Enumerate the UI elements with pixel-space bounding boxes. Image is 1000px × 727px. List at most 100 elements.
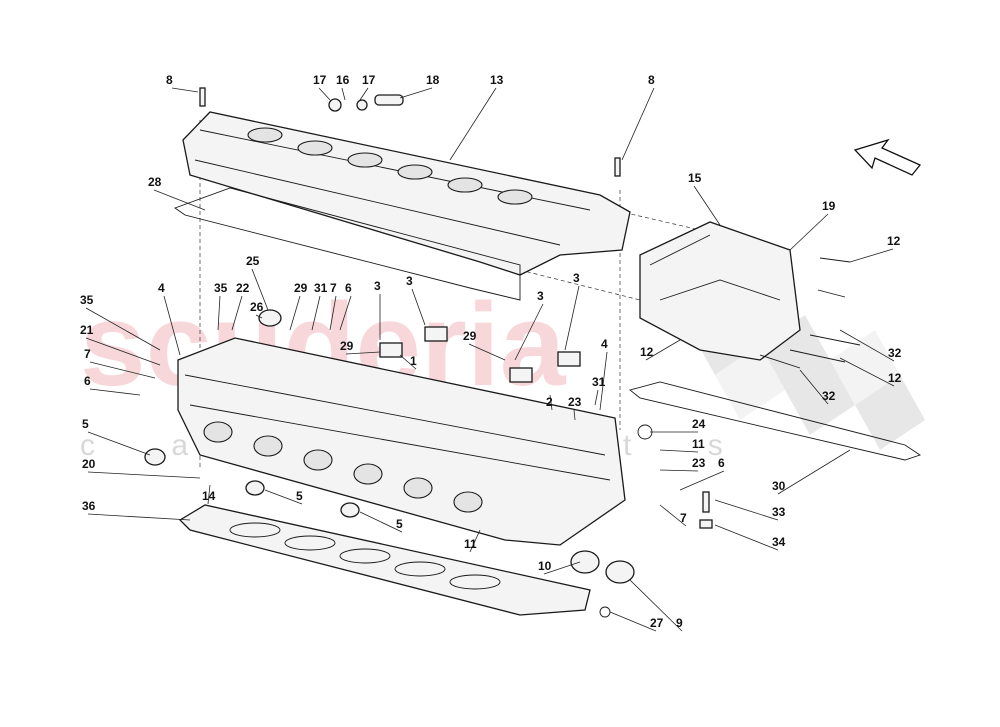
callout-label: 25 <box>246 254 260 268</box>
small-parts <box>144 87 861 618</box>
callout-label: 5 <box>296 489 303 503</box>
cam-cap-icon <box>557 351 581 367</box>
leader-line <box>359 87 369 101</box>
callout-label: 12 <box>888 371 902 385</box>
callout-label: 26 <box>250 300 264 314</box>
leader-line <box>89 388 141 396</box>
callout-label: 32 <box>822 389 836 403</box>
washer-icon <box>328 98 342 112</box>
bolt-icon <box>702 491 710 513</box>
leader-line <box>799 369 829 405</box>
cylinder-head <box>177 337 626 546</box>
fitting-icon <box>374 94 404 106</box>
callout-label: 3 <box>537 289 544 303</box>
leader-line <box>289 295 301 331</box>
callout-label: 29 <box>463 329 477 343</box>
leader-line <box>468 343 506 361</box>
callout-label: 24 <box>692 417 706 431</box>
callout-label: 23 <box>692 456 706 470</box>
leader-line <box>163 295 181 356</box>
side-gasket <box>629 381 922 461</box>
callout-label: 35 <box>214 281 228 295</box>
callout-label: 10 <box>538 559 552 573</box>
head-gasket <box>178 504 591 616</box>
leader-line <box>399 354 417 370</box>
arrow-up-left-icon <box>853 138 922 176</box>
callout-label: 27 <box>650 616 664 630</box>
plug-icon <box>245 480 265 496</box>
bolt-icon <box>789 349 846 363</box>
callout-label: 36 <box>82 499 96 513</box>
callout-label: 21 <box>80 323 94 337</box>
leader-line <box>789 213 829 251</box>
leader-line <box>153 189 206 211</box>
leader-line <box>839 329 895 362</box>
checkered-flag-icon <box>690 300 925 450</box>
sleeve-icon <box>699 519 713 529</box>
callout-label: 31 <box>592 375 606 389</box>
leader-line <box>599 351 608 411</box>
callout-label: 11 <box>464 537 477 551</box>
callout-label: 6 <box>718 456 725 470</box>
leader-line <box>564 285 580 351</box>
callout-label: 13 <box>490 73 504 87</box>
leader-line <box>264 489 303 505</box>
callout-label: 23 <box>568 395 582 409</box>
leader-line <box>659 504 687 527</box>
cam-cap-icon <box>379 342 403 358</box>
plug-icon <box>605 560 635 584</box>
leader-line <box>777 449 851 495</box>
leader-line <box>659 449 699 453</box>
leader-line <box>609 611 657 632</box>
leader-line <box>549 394 553 411</box>
callout-label: 12 <box>887 234 901 248</box>
callout-label: 29 <box>294 281 308 295</box>
callout-label: 4 <box>601 337 608 351</box>
leader-line <box>89 361 156 379</box>
leader-line <box>839 357 895 387</box>
leader-line <box>645 339 681 361</box>
leader-line <box>311 295 321 331</box>
callout-label: 34 <box>772 535 786 549</box>
bolt-icon <box>817 289 846 298</box>
leader-line <box>594 389 599 406</box>
leader-line <box>359 511 403 533</box>
leader-line <box>341 87 346 101</box>
callout-label: 7 <box>680 511 687 525</box>
callout-label: 16 <box>336 73 350 87</box>
callout-label: 28 <box>148 175 162 189</box>
leader-line <box>849 248 894 263</box>
leader-line <box>714 524 779 551</box>
leader-line <box>251 268 269 311</box>
callout-label: 32 <box>888 346 902 360</box>
callout-label: 30 <box>772 479 786 493</box>
leader-line <box>469 529 481 553</box>
callout-label: 6 <box>84 374 91 388</box>
leader-line <box>87 513 191 521</box>
callout-label: 3 <box>573 271 580 285</box>
leader-line <box>543 561 581 575</box>
callout-label: 31 <box>314 281 328 295</box>
callout-label: 3 <box>406 274 413 288</box>
leader-line <box>171 87 199 93</box>
leader-line <box>449 87 497 161</box>
callout-label: 5 <box>82 417 89 431</box>
leader-line <box>217 295 221 331</box>
callout-label: 19 <box>822 199 836 213</box>
leader-line <box>339 295 352 331</box>
callout-label: 5 <box>396 517 403 531</box>
callout-label: 22 <box>236 281 250 295</box>
leader-line <box>85 337 161 366</box>
leader-line <box>714 499 779 521</box>
leader-line <box>87 471 201 479</box>
bolt-icon <box>199 87 206 107</box>
bolt-icon <box>759 354 801 369</box>
callout-label: 12 <box>640 345 654 359</box>
plug-icon <box>340 502 360 518</box>
leader-line <box>318 87 331 101</box>
bolt-icon <box>809 334 861 346</box>
leader-line <box>693 185 721 226</box>
callout-label: 35 <box>80 293 94 307</box>
